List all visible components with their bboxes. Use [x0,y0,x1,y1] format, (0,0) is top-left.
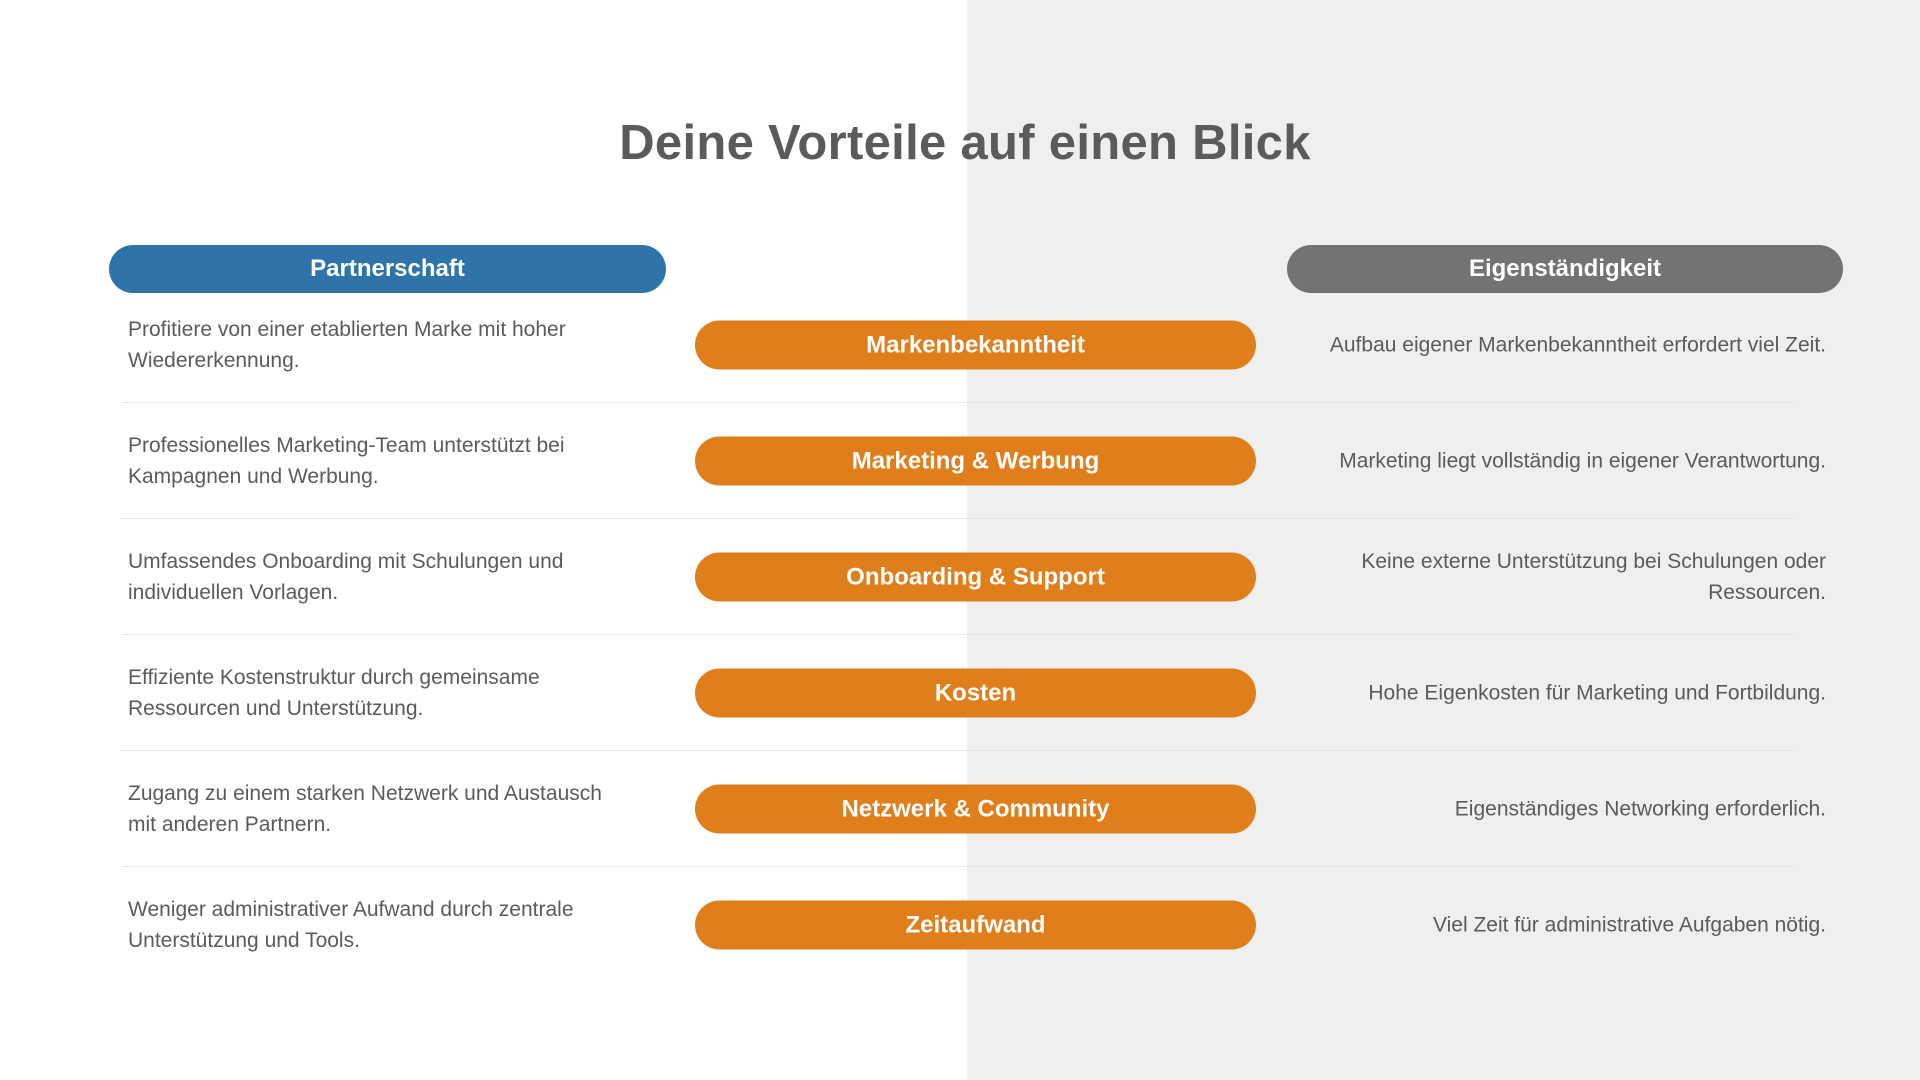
page-title: Deine Vorteile auf einen Blick [619,116,1311,170]
independence-drawback-text: Eigenständiges Networking erforderlich. [1454,797,1826,821]
row-divider [122,634,1796,635]
independence-drawback-text: Marketing liegt vollständig in eigener V… [1339,449,1826,473]
category-pill-marketing-werbung: Marketing & Werbung [695,436,1256,486]
independence-drawback-text: Aufbau eigener Markenbekanntheit erforde… [1329,333,1826,357]
category-pill-label: Netzwerk & Community [841,795,1110,822]
row-divider [122,518,1796,519]
partnership-benefit-text: Umfassendes Onboarding mit Schulungen un… [128,550,564,604]
comparison-row-onboarding-support: Umfassendes Onboarding mit Schulungen un… [0,519,1920,635]
row-divider [122,402,1796,403]
row-divider [122,866,1796,867]
category-pill-label: Marketing & Werbung [851,447,1100,474]
category-pill-kosten: Kosten [695,668,1256,718]
comparison-row-markenbekanntheit: Profitiere von einer etablierten Marke m… [0,287,1920,403]
comparison-rows: Profitiere von einer etablierten Marke m… [0,287,1920,983]
partnership-benefit-text: Profitiere von einer etablierten Marke m… [128,318,566,372]
category-pill-label: Onboarding & Support [846,563,1105,590]
independence-header-pill: Eigenständigkeit [1287,245,1843,293]
comparison-row-marketing-werbung: Professionelles Marketing-Team unterstüt… [0,403,1920,519]
comparison-row-zeitaufwand: Weniger administrativer Aufwand durch ze… [0,867,1920,983]
category-pill-label: Kosten [934,679,1017,706]
comparison-row-netzwerk-community: Zugang zu einem starken Netzwerk und Aus… [0,751,1920,867]
category-pill-onboarding-support: Onboarding & Support [695,552,1256,602]
partnership-benefit-text: Professionelles Marketing-Team unterstüt… [128,434,565,488]
independence-drawback-text: Viel Zeit für administrative Aufgaben nö… [1432,913,1826,937]
category-pill-zeitaufwand: Zeitaufwand [695,900,1256,950]
category-pill-label: Zeitaufwand [905,911,1046,938]
partnership-header-label: Partnerschaft [310,255,465,282]
independence-header-label: Eigenständigkeit [1468,255,1662,282]
partnership-benefit-text: Weniger administrativer Aufwand durch ze… [128,898,574,952]
category-pill-markenbekanntheit: Markenbekanntheit [695,320,1256,370]
independence-drawback-text: Hohe Eigenkosten für Marketing und Fortb… [1368,681,1826,705]
partnership-benefit-text: Effiziente Kostenstruktur durch gemeinsa… [128,666,540,720]
category-pill-label: Markenbekanntheit [866,331,1085,358]
row-divider [122,750,1796,751]
independence-background-panel [967,0,1920,1080]
partnership-header-pill: Partnerschaft [109,245,666,293]
partnership-benefit-text: Zugang zu einem starken Netzwerk und Aus… [128,782,602,836]
comparison-row-kosten: Effiziente Kostenstruktur durch gemeinsa… [0,635,1920,751]
independence-drawback-text: Keine externe Unterstützung bei Schulung… [1361,550,1826,604]
category-pill-netzwerk-community: Netzwerk & Community [695,784,1256,834]
